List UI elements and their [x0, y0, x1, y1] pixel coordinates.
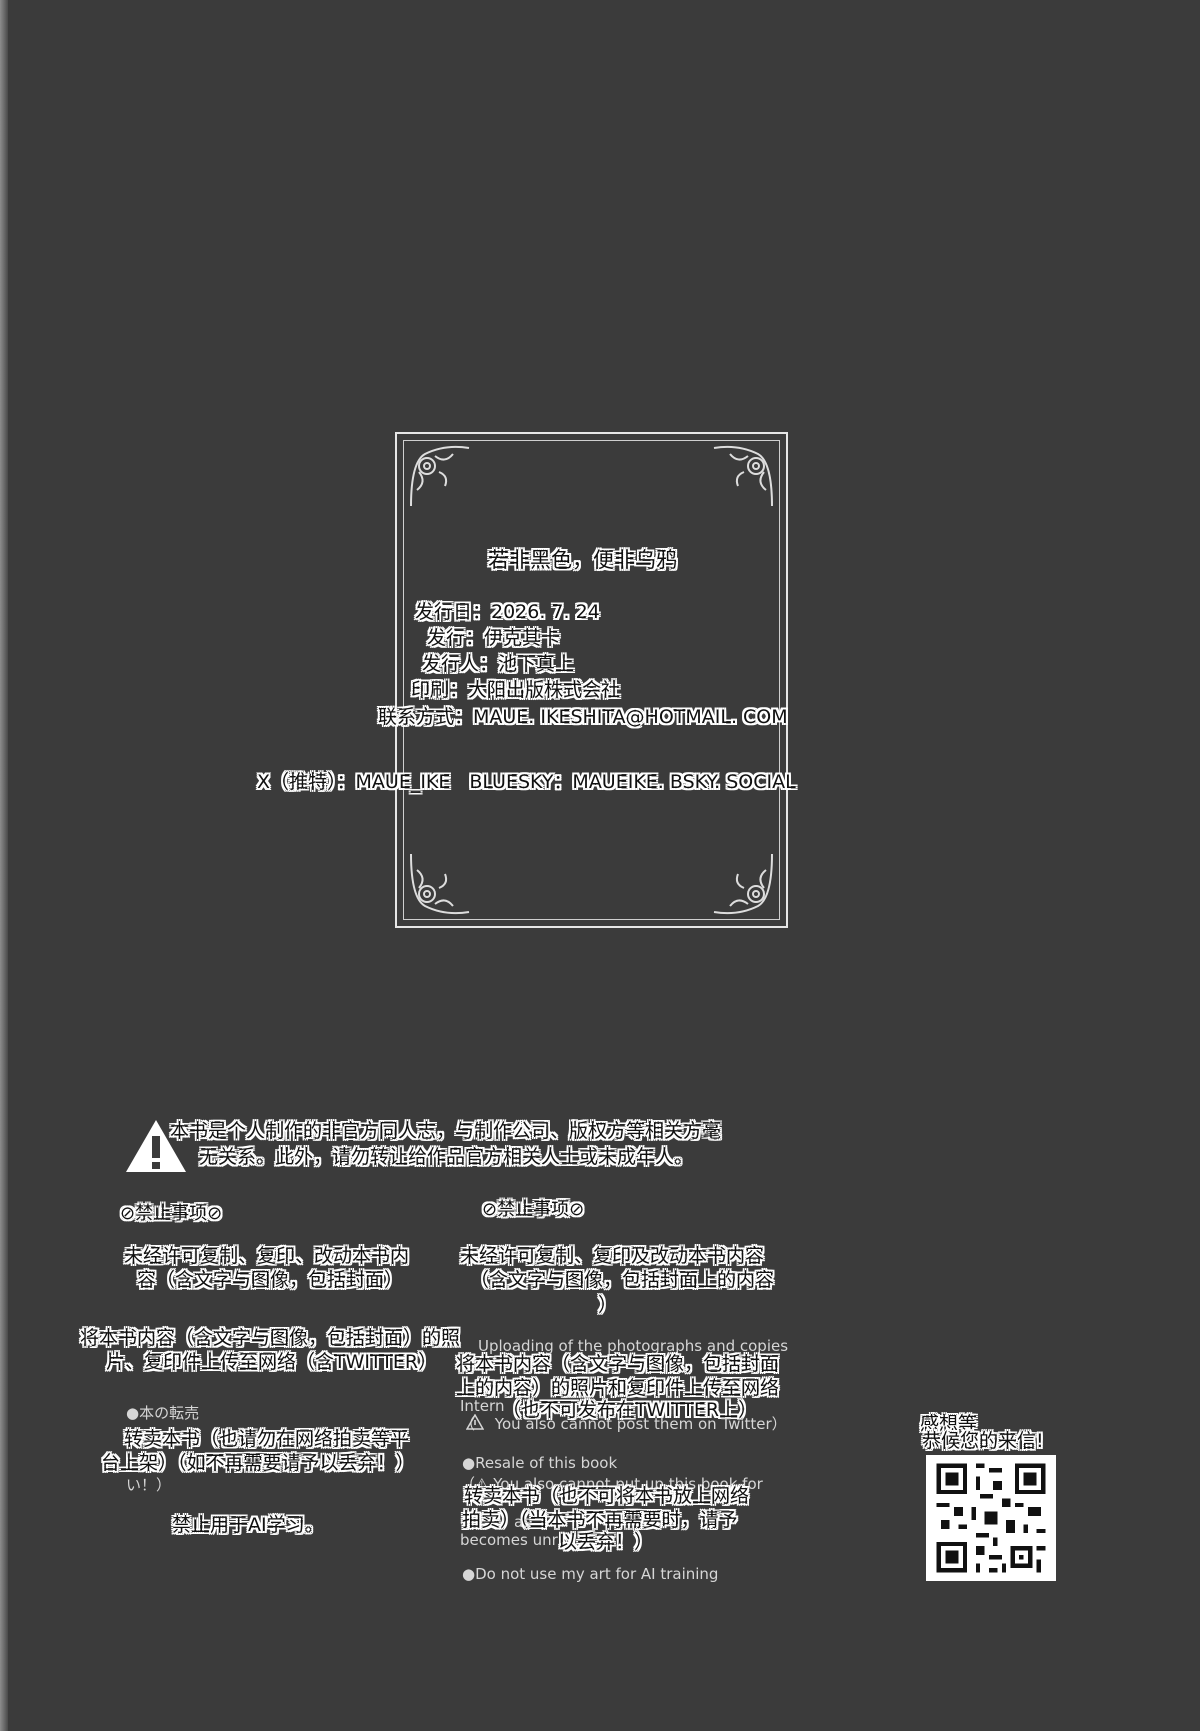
- left-item3-line2: 台上架）（如不再需要请予以丢弃！）: [101, 1452, 415, 1474]
- left-jp-resale: ●本の転売: [126, 1404, 200, 1422]
- right-en-ai: ●Do not use my art for AI training: [462, 1565, 719, 1583]
- right-en-becomes: becomes unr: [460, 1531, 558, 1549]
- right-en-upload: Uploading of the photographs and copies: [478, 1337, 789, 1355]
- right-en-twitter: （ You also cannot post them on Twitter）: [460, 1415, 787, 1433]
- qr-caption-line1: 感想等: [920, 1413, 978, 1435]
- notice-line-1: 本书是个人制作的非官方同人志，与制作公司、版权方等相关方毫: [170, 1120, 722, 1142]
- right-en-as: as: [514, 1513, 532, 1531]
- colophon-issue-date: 发行日：2026. 7. 24: [415, 601, 600, 623]
- left-item1-line2: 容（含文字与图像，包括封面）: [137, 1269, 404, 1291]
- left-item1-line1: 未经许可复制、复印、改动本书内: [124, 1245, 410, 1267]
- right-item2-line2: 上的内容）的照片和复印件上传至网络: [456, 1377, 780, 1399]
- left-item4: 禁止用于AI学习。: [172, 1514, 324, 1536]
- notice-line-2: 无关系。此外，请勿转让给作品官方相关人士或未成年人。: [199, 1146, 694, 1168]
- warning-triangle-icon: [466, 1414, 484, 1430]
- colophon-frame: [395, 432, 788, 928]
- colophon-social: X（推特）：MAUE_IKE BLUESKY：MAUEIKE. BSKY. SO…: [257, 771, 796, 793]
- colophon-title: 若非黑色，便非乌鸦: [488, 548, 677, 572]
- qr-caption-line2: 恭候您的来信!: [922, 1430, 1044, 1452]
- right-item3-line2: 拍卖）（当本书不再需要时，请予: [462, 1509, 738, 1531]
- right-item1-line2: （含文字与图像，包括封面上的内容: [470, 1269, 775, 1291]
- left-prohibited-heading: ⊘禁止事项⊘: [120, 1203, 223, 1224]
- right-item3-line1: 转卖本书（也不可将本书放上网络: [464, 1485, 750, 1507]
- left-item2-line1: 将本书内容（含文字与图像，包括封面）的照: [80, 1327, 461, 1349]
- corner-ornament-icon: [405, 848, 475, 918]
- corner-ornament-icon: [405, 442, 475, 512]
- colophon-publisher: 发行：伊克其卡: [427, 627, 561, 649]
- right-item2-line3: （也不可发布在TWITTER上）: [502, 1399, 758, 1421]
- corner-ornament-icon: [708, 848, 778, 918]
- right-item1-line1: 未经许可复制、复印及改动本书内容: [460, 1245, 765, 1267]
- left-jp-tail: い！）: [126, 1476, 172, 1494]
- qr-code[interactable]: [926, 1455, 1056, 1581]
- right-en-resale: ●Resale of this book: [462, 1454, 618, 1472]
- right-en-cannot: （⚠ You also cannot put up this book for: [460, 1475, 763, 1493]
- corner-ornament-icon: [708, 442, 778, 512]
- left-item3-line1: 转卖本书（也请勿在网络拍卖等平: [124, 1428, 410, 1450]
- warning-triangle-icon: [126, 1120, 186, 1172]
- colophon-inner-border: [403, 440, 780, 920]
- right-item3-line3: 以丢弃！）: [558, 1531, 654, 1553]
- colophon-printer: 印刷：大阳出版株式会社: [411, 679, 621, 701]
- colophon-issuer: 发行人：池下真上: [422, 653, 575, 675]
- right-item1-line3: ）: [598, 1294, 618, 1316]
- left-item2-line2: 片、复印件上传至网络（含TWITTER）: [106, 1351, 438, 1373]
- right-item2-line1: 将本书内容（含文字与图像，包括封面: [456, 1353, 780, 1375]
- colophon-contact: 联系方式：MAUE. IKESHITA@HOTMAIL. COM: [378, 706, 788, 728]
- right-prohibited-heading: ⊘禁止事项⊘: [482, 1199, 585, 1220]
- page-edge: [0, 0, 8, 1731]
- right-en-intern: Intern: [460, 1397, 505, 1415]
